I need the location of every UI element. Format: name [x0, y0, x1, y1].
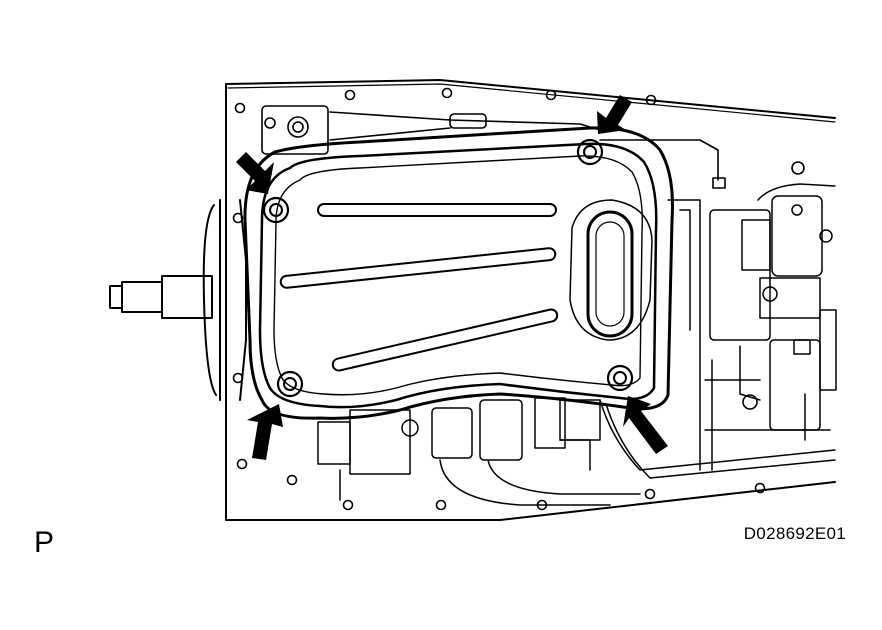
case-bolt-holes [232, 87, 805, 511]
oil-pan-gasket [243, 126, 674, 420]
figure-code: D028692E01 [743, 524, 846, 543]
bolt-bottom-left [276, 370, 304, 398]
transmission-case-outline [225, 79, 836, 521]
view-label: P [34, 526, 55, 559]
arrow-bottom-left-bolt [247, 404, 283, 460]
oil-pan-bolts [262, 138, 634, 398]
bolt-top-left [262, 196, 290, 224]
arrow-bottom-right-bolt [623, 396, 668, 454]
bolt-top-right [576, 138, 604, 166]
output-shaft [109, 199, 247, 401]
oil-strainer-cover [258, 142, 658, 409]
arrow-top-right-bolt [597, 95, 632, 134]
lower-wiring-harness [317, 397, 836, 506]
bolt-bottom-right [606, 364, 634, 392]
arrow-top-left-bolt [236, 152, 274, 194]
valve-body [667, 183, 837, 471]
